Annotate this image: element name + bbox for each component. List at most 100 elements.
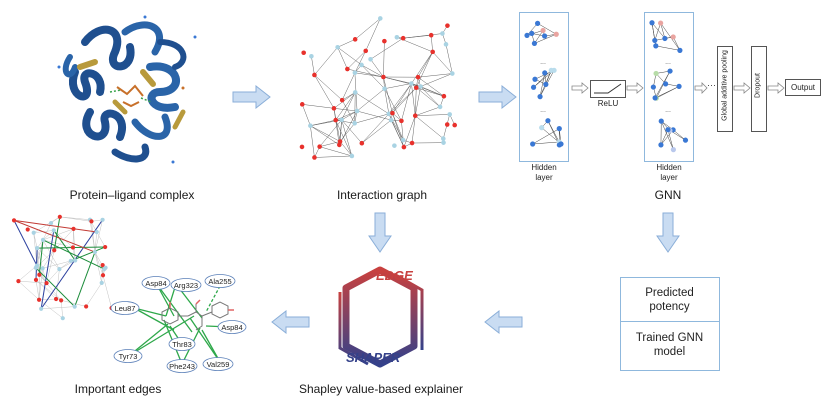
predicted-potency-line2: potency: [649, 301, 690, 313]
graph-node-48: [441, 136, 446, 141]
graph-node-38: [359, 140, 365, 146]
hl2-node-1-6: [652, 95, 658, 101]
protein-ligand-complex-image: [57, 15, 197, 164]
hidden-layer-2-label-line1: Hidden: [656, 163, 682, 172]
hl1-node-1-0: [543, 81, 549, 87]
important-node-13: [44, 280, 49, 286]
hl2-graph-2: [660, 120, 686, 150]
hl2-node-0-1: [662, 35, 668, 42]
logo-text-shaper: SHAPER: [346, 350, 401, 365]
graph-node-23: [382, 86, 387, 91]
important-node-38: [48, 221, 54, 226]
hl2-node-0-3: [652, 37, 658, 44]
graph-node-43: [335, 44, 340, 50]
important-node-6: [100, 217, 105, 222]
arrow-results-to-explainer: [484, 310, 523, 334]
hl2-node-0-5: [677, 47, 683, 53]
residue-label-6: Thr83: [172, 340, 192, 349]
arrow-relu-to-hl2: [626, 82, 644, 94]
hidden-layer-1-graphs: ......: [524, 20, 564, 148]
important-node-25: [51, 228, 56, 233]
graph-node-52: [441, 93, 447, 99]
graph-node-24: [450, 71, 455, 76]
important-node-26: [72, 304, 77, 309]
important-node-5: [53, 296, 59, 302]
graph-node-11: [352, 37, 358, 42]
graph-node-13: [388, 117, 394, 123]
hl1-node-1-4: [548, 67, 554, 74]
caption-interaction-graph: Interaction graph: [336, 188, 428, 202]
graph-node-42: [390, 110, 395, 116]
dropout-label: Dropout: [754, 73, 762, 98]
hbond-dashed-edge: [205, 285, 221, 313]
caption-protein-ligand-complex: Protein–ligand complex: [69, 188, 195, 202]
caption-shapley-explainer: Shapley value-based explainer: [298, 382, 464, 396]
graph-node-40: [401, 144, 407, 150]
important-node-22: [36, 297, 42, 302]
hidden-layer-1-label-line2: layer: [535, 173, 553, 182]
important-node-21: [100, 273, 106, 278]
hl2-node-2-6: [658, 142, 664, 148]
important-node-24: [70, 245, 76, 250]
hl1-node-2-0: [556, 126, 562, 132]
important-node-23: [40, 266, 45, 271]
graph-node-46: [317, 144, 322, 149]
relu-label: ReLU: [597, 99, 619, 108]
graph-node-14: [309, 53, 314, 59]
global-pooling-label: Global additive pooling: [721, 50, 729, 121]
hidden-layer-2-graphs: ......: [649, 20, 689, 153]
important-node-39: [71, 226, 76, 231]
highlighted-edges: [13, 216, 106, 310]
predicted-potency-label: Predicted potency: [620, 286, 719, 314]
hl1-node-2-1: [530, 141, 536, 147]
hl1-node-0-2: [553, 31, 559, 37]
trained-gnn-model-line1: Trained GNN: [635, 332, 704, 344]
hl2-node-1-1: [663, 81, 669, 87]
predicted-potency-line1: Predicted: [645, 287, 694, 299]
hidden-layer-1-label: Hidden layer: [519, 163, 569, 183]
graph-node-57: [331, 106, 337, 111]
important-edges-graph: [11, 214, 114, 321]
graph-node-31: [394, 34, 400, 40]
global-pooling-box: [717, 46, 733, 132]
important-node-32: [89, 219, 94, 224]
graph-node-32: [441, 140, 446, 145]
important-node-19: [94, 229, 99, 235]
hl2-node-1-5: [667, 68, 673, 74]
important-node-2: [57, 214, 62, 219]
residue-label-7: Tyr73: [119, 352, 138, 361]
caption-gnn: GNN: [654, 188, 682, 202]
hl2-node-0-2: [658, 20, 664, 26]
results-divider: [620, 321, 719, 322]
trained-gnn-model-label: Trained GNN model: [620, 331, 719, 359]
residue-label-1: Asp84: [145, 279, 166, 288]
arrow-hl1-to-relu: [571, 82, 589, 94]
hl2-node-0-4: [670, 34, 676, 40]
graph-node-56: [400, 137, 406, 143]
important-node-35: [84, 304, 89, 309]
graph-node-39: [377, 16, 383, 21]
edgeshaper-logo: EDGE SHAPER: [338, 266, 424, 368]
graph-node-30: [400, 35, 406, 41]
hl1-node-0-4: [540, 27, 546, 34]
graph-node-4: [430, 49, 435, 55]
graph-node-47: [409, 140, 415, 146]
arrow-complex-to-graph: [232, 85, 271, 109]
hl1-ellipsis-0: ...: [540, 59, 546, 66]
graph-node-5: [412, 113, 418, 119]
graph-node-44: [308, 123, 313, 129]
hl1-node-0-6: [529, 30, 535, 37]
graph-node-10: [359, 62, 364, 68]
hl2-node-1-2: [653, 70, 659, 77]
graph-node-51: [363, 48, 369, 54]
hl2-node-2-5: [665, 127, 671, 133]
hl1-node-0-0: [524, 32, 530, 39]
important-node-15: [37, 272, 42, 277]
graph-node-12: [368, 56, 373, 62]
hl2-node-2-3: [658, 118, 664, 124]
graph-node-55: [349, 153, 355, 159]
residue-ellipses: [110, 274, 247, 373]
hidden-layer-1-label-line1: Hidden: [531, 163, 557, 172]
hl1-node-1-1: [532, 76, 538, 82]
important-node-10: [33, 277, 39, 282]
